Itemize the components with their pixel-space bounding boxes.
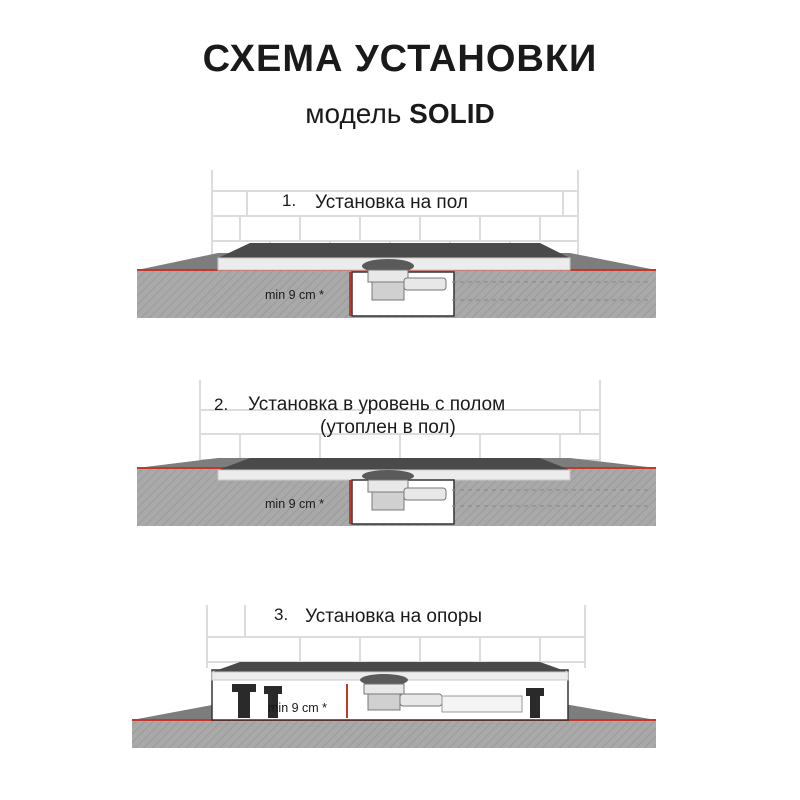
- page-title: СХЕМА УСТАНОВКИ: [202, 38, 598, 80]
- model-name: SOLID: [409, 98, 495, 129]
- drain-trap: [360, 674, 523, 713]
- step-3-diagram: 3. Установка на опоры min 9 cm *: [132, 605, 656, 748]
- step-2-diagram: 2. Установка в уровень с полом (утоплен …: [137, 380, 656, 526]
- floor-slab: [132, 720, 656, 748]
- page-subtitle: модель SOLID: [0, 98, 800, 130]
- step-1-label: Установка на пол: [315, 192, 468, 213]
- step-3-number: 3.: [274, 605, 288, 624]
- step-2-label: Установка в уровень с полом: [248, 394, 505, 415]
- step-1-dimension: min 9 cm *: [265, 288, 324, 302]
- step-3-dimension: min 9 cm *: [268, 701, 327, 715]
- step-2-dimension: min 9 cm *: [265, 497, 324, 511]
- step-2-number: 2.: [214, 395, 228, 414]
- step-2-label-line2: (утоплен в пол): [320, 417, 456, 438]
- support-leg: [232, 684, 256, 718]
- step-1-number: 1.: [282, 191, 296, 210]
- step-3-label: Установка на опоры: [305, 606, 482, 627]
- drain-trap: [362, 470, 650, 511]
- support-leg: [264, 686, 282, 718]
- step-1-diagram: 1. Установка на пол min 9 cm *: [137, 170, 656, 318]
- subtitle-prefix: модель: [305, 98, 410, 129]
- support-leg: [526, 688, 544, 718]
- drain-trap: [362, 259, 650, 301]
